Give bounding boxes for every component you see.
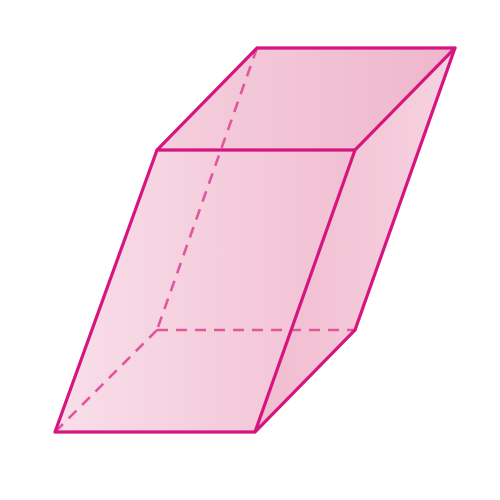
hidden-edges xyxy=(54,47,355,433)
edge-top-right xyxy=(353,46,457,152)
edge-top-left xyxy=(155,46,259,152)
right-face xyxy=(255,48,455,432)
visible-edges xyxy=(53,46,457,434)
hidden-edge-left-bottom xyxy=(54,329,158,433)
edge-right-back xyxy=(353,46,457,332)
edge-bottom-right xyxy=(253,328,357,434)
top-face xyxy=(157,48,455,150)
hidden-edge-back-vertical xyxy=(155,47,259,331)
